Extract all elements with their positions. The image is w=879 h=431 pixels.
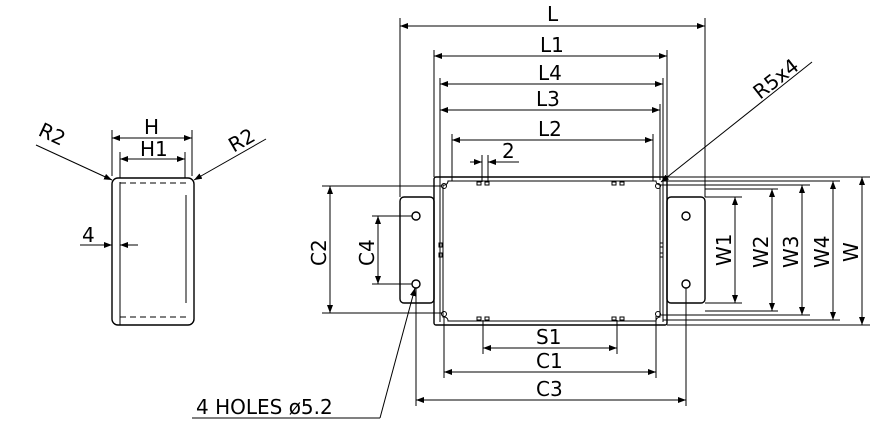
dim-R2-left: R2 xyxy=(35,118,69,151)
side-outline xyxy=(111,177,195,326)
dim-L1: L1 xyxy=(540,33,564,57)
dim-R5x4: R5x4 xyxy=(748,54,803,104)
side-view: H H1 R2 R2 4 xyxy=(35,115,267,326)
dim-L2: L2 xyxy=(538,117,562,141)
dim-R2-right: R2 xyxy=(224,123,259,157)
right-flange xyxy=(666,196,706,304)
dim-L3: L3 xyxy=(536,87,560,111)
dim-L4: L4 xyxy=(538,61,562,85)
body-outline xyxy=(433,176,668,326)
dim-L: L xyxy=(547,2,559,26)
mount-hole xyxy=(681,211,691,221)
dim-S1: S1 xyxy=(536,325,561,349)
dim-W2: W2 xyxy=(749,236,773,269)
dim-wall-4: 4 xyxy=(82,223,95,247)
mount-hole xyxy=(681,279,691,289)
dim-W3: W3 xyxy=(779,236,803,269)
mount-hole xyxy=(411,211,421,221)
dim-H: H xyxy=(144,115,159,139)
dim-W1: W1 xyxy=(712,234,736,267)
top-view: L L1 L4 L3 L2 2 R5x4 W1 xyxy=(192,2,870,419)
dim-W4: W4 xyxy=(810,236,834,269)
left-flange xyxy=(399,196,435,304)
dim-C4: C4 xyxy=(355,239,379,266)
dim-C3: C3 xyxy=(536,377,563,401)
holes-note: 4 HOLES ø5.2 xyxy=(196,395,333,419)
mount-hole xyxy=(411,279,421,289)
dim-W: W xyxy=(839,242,863,262)
dim-gap-2: 2 xyxy=(502,139,515,163)
dim-C1: C1 xyxy=(536,349,563,373)
dim-C2: C2 xyxy=(307,239,331,266)
dim-H1: H1 xyxy=(140,137,168,161)
